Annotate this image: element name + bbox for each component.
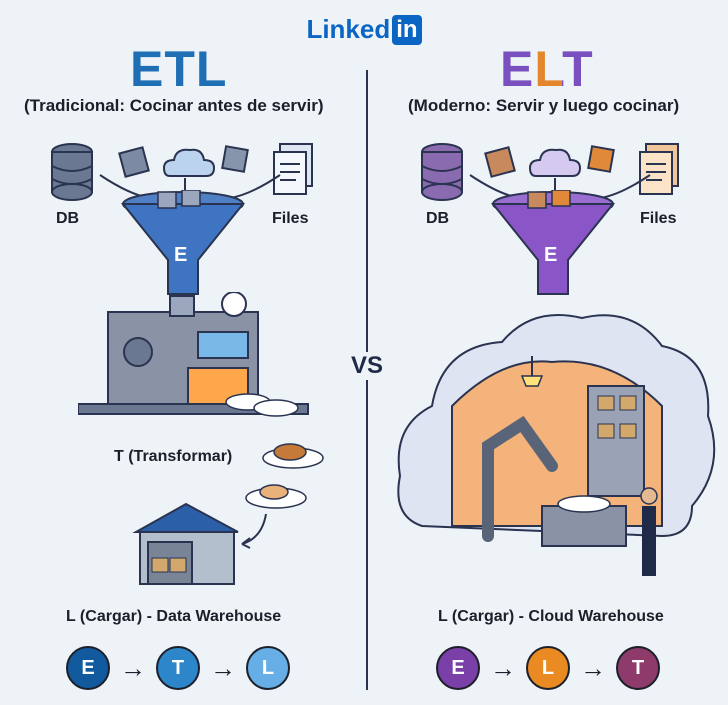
cloud-warehouse-icon [397, 314, 716, 576]
transform-machine-icon [78, 292, 309, 417]
etl-load-label: L (Cargar) - Data Warehouse [66, 608, 282, 625]
etl-funnel-letter: E [174, 244, 188, 266]
elt-db-label: DB [426, 210, 450, 227]
seq-arrow: → [490, 652, 516, 683]
etl-title: ETL [130, 41, 228, 97]
plated-dish-icon-2 [245, 484, 307, 509]
elt-sequence: E → L → T [436, 646, 660, 690]
etl-sequence: E → T → L [66, 646, 290, 690]
seq-circle-l: L [246, 646, 290, 690]
logo-word: Linked [306, 14, 391, 44]
logo-box: in [392, 14, 422, 45]
etl-transform-label: T (Transformar) [114, 448, 233, 465]
data-cubes-cloud-icon [484, 145, 615, 178]
database-icon [51, 143, 93, 201]
seq-circle-l: L [526, 646, 570, 690]
elt-title-text: ELT [500, 41, 594, 97]
seq-arrow: → [120, 652, 146, 683]
seq-arrow: → [580, 652, 606, 683]
vs-label: VS [340, 352, 394, 380]
seq-circle-e: E [66, 646, 110, 690]
curve-arrow [241, 513, 267, 549]
extract-funnel-icon [120, 190, 246, 295]
seq-circle-t: T [156, 646, 200, 690]
center-divider [366, 70, 368, 690]
etl-files-label: Files [272, 210, 309, 227]
data-warehouse-icon [132, 502, 239, 585]
plated-dish-icon [262, 443, 324, 469]
data-cubes-cloud-icon [118, 145, 249, 178]
elt-funnel-letter: E [544, 244, 558, 266]
elt-title: ELT [500, 40, 594, 98]
extract-funnel-icon [490, 190, 616, 295]
etl-db-label: DB [56, 210, 80, 227]
files-icon [639, 143, 679, 195]
seq-circle-t: T [616, 646, 660, 690]
elt-files-label: Files [640, 210, 677, 227]
elt-load-label: L (Cargar) - Cloud Warehouse [438, 608, 664, 625]
files-icon [273, 143, 313, 195]
elt-subtitle: (Moderno: Servir y luego cocinar) [408, 96, 680, 115]
database-icon [421, 143, 463, 201]
seq-circle-e: E [436, 646, 480, 690]
seq-arrow: → [210, 652, 236, 683]
etl-subtitle: (Tradicional: Cocinar antes de servir) [24, 96, 324, 115]
